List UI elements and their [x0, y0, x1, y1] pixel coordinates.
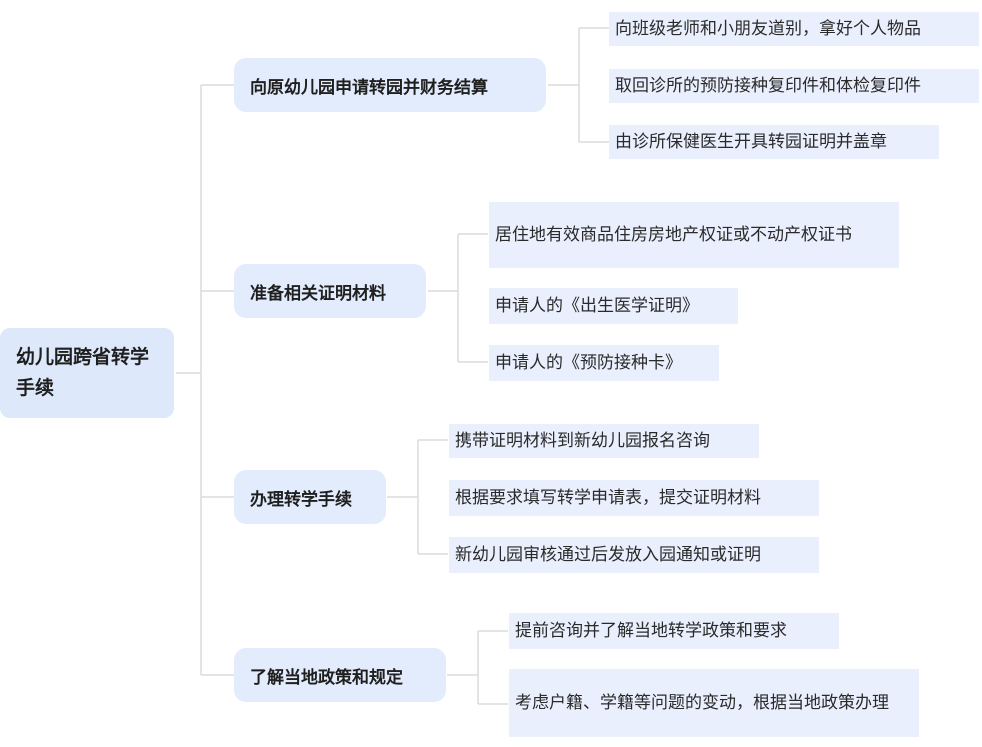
leaf-node-2-3[interactable]: 申请人的《预防接种卡》 — [489, 345, 719, 381]
leaf-label: 由诊所保健医生开具转园证明并盖章 — [615, 132, 887, 152]
leaf-label: 携带证明材料到新幼儿园报名咨询 — [455, 431, 710, 451]
branch-node-4[interactable]: 了解当地政策和规定 — [234, 648, 446, 702]
branch-node-1[interactable]: 向原幼儿园申请转园并财务结算 — [234, 58, 546, 112]
leaf-label: 申请人的《出生医学证明》 — [495, 296, 699, 316]
root-node[interactable]: 幼儿园跨省转学手续 — [0, 328, 174, 418]
leaf-label: 新幼儿园审核通过后发放入园通知或证明 — [455, 545, 761, 565]
leaf-node-1-2[interactable]: 取回诊所的预防接种复印件和体检复印件 — [609, 69, 979, 103]
connector-b3-spine — [387, 439, 448, 555]
branch-label: 办理转学手续 — [250, 489, 352, 510]
leaf-node-3-2[interactable]: 根据要求填写转学申请表，提交证明材料 — [449, 480, 819, 516]
leaf-label: 考虑户籍、学籍等问题的变动，根据当地政策办理 — [515, 693, 889, 713]
leaf-label: 提前咨询并了解当地转学政策和要求 — [515, 621, 787, 641]
branch-label: 准备相关证明材料 — [250, 283, 386, 304]
leaf-node-4-1[interactable]: 提前咨询并了解当地转学政策和要求 — [509, 613, 839, 649]
branch-node-3[interactable]: 办理转学手续 — [234, 470, 386, 524]
leaf-node-1-3[interactable]: 由诊所保健医生开具转园证明并盖章 — [609, 125, 939, 159]
leaf-node-2-2[interactable]: 申请人的《出生医学证明》 — [489, 288, 738, 324]
connector-b4-spine — [447, 630, 508, 705]
leaf-label: 居住地有效商品住房房地产权证或不动产权证书 — [495, 225, 852, 245]
leaf-label: 根据要求填写转学申请表，提交证明材料 — [455, 488, 761, 508]
leaf-label: 取回诊所的预防接种复印件和体检复印件 — [615, 76, 921, 96]
leaf-node-4-2[interactable]: 考虑户籍、学籍等问题的变动，根据当地政策办理 — [509, 669, 919, 737]
connector-b2-spine — [428, 233, 488, 363]
branch-label: 向原幼儿园申请转园并财务结算 — [250, 77, 488, 98]
leaf-label: 申请人的《预防接种卡》 — [495, 353, 682, 373]
leaf-node-3-3[interactable]: 新幼儿园审核通过后发放入园通知或证明 — [449, 537, 819, 573]
root-label: 幼儿园跨省转学手续 — [16, 346, 150, 399]
branch-node-2[interactable]: 准备相关证明材料 — [234, 264, 426, 318]
leaf-node-3-1[interactable]: 携带证明材料到新幼儿园报名咨询 — [449, 424, 759, 458]
leaf-node-2-1[interactable]: 居住地有效商品住房房地产权证或不动产权证书 — [489, 202, 899, 268]
connector-b1-spine — [548, 27, 609, 143]
leaf-label: 向班级老师和小朋友道别，拿好个人物品 — [615, 19, 921, 39]
leaf-node-1-1[interactable]: 向班级老师和小朋友道别，拿好个人物品 — [609, 12, 979, 46]
branch-label: 了解当地政策和规定 — [250, 667, 403, 688]
